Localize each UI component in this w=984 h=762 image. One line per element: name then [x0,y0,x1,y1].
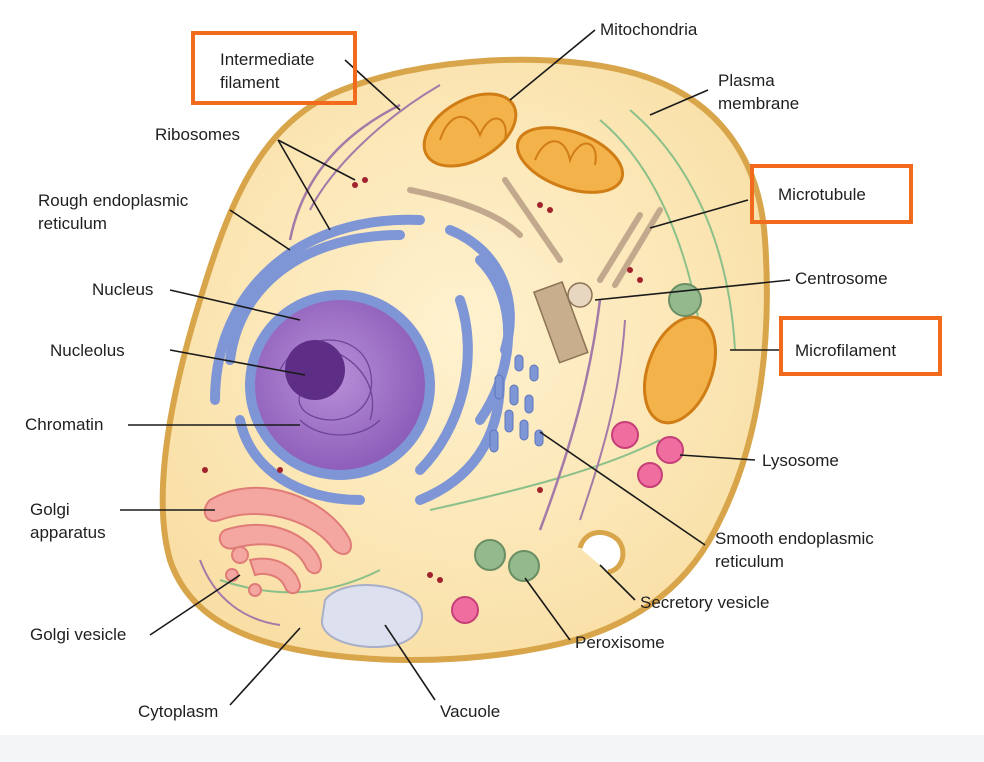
label-secretory-vesicle: Secretory vesicle [640,593,769,612]
label-lysosome: Lysosome [762,451,839,470]
leader-lines [120,29,791,706]
label-smooth-er-line2: reticulum [715,552,784,571]
secretory-vesicle-shape [577,530,626,575]
filaments [199,84,736,626]
smooth-er-shape [489,354,544,453]
label-golgi-apparatus-line2: apparatus [30,523,106,542]
label-peroxisome: Peroxisome [575,633,665,652]
label-mitochondria: Mitochondria [600,20,698,39]
lysosome-shapes [451,421,684,624]
mitochondria-shapes [422,92,717,425]
label-golgi-vesicle: Golgi vesicle [30,625,126,644]
label-microfilament: Microfilament [795,341,896,360]
label-intermediate-filament-line1: Intermediate [220,50,315,69]
label-vacuole: Vacuole [440,702,500,721]
label-chromatin: Chromatin [25,415,103,434]
label-intermediate-filament-line2: filament [220,73,280,92]
label-nucleolus: Nucleolus [50,341,125,360]
label-cytoplasm: Cytoplasm [138,702,218,721]
label-rough-er-line2: reticulum [38,214,107,233]
label-microtubule: Microtubule [778,185,866,204]
label-smooth-er-line1: Smooth endoplasmic [715,529,874,548]
label-rough-er-line1: Rough endoplasmic [38,191,189,210]
label-plasma-membrane-line1: Plasma [718,71,775,90]
label-ribosomes: Ribosomes [155,125,240,144]
label-plasma-membrane-line2: membrane [718,94,799,113]
nucleus-shape [245,290,435,480]
centrosome-shape [532,281,593,364]
highlight-box-intermediate-filament [191,31,357,105]
label-centrosome: Centrosome [795,269,888,288]
vacuole-shape [320,584,424,649]
bottom-bar [0,735,984,762]
highlight-box-microtubule [750,164,913,224]
label-golgi-apparatus-line1: Golgi [30,500,70,519]
microtubules [407,177,663,288]
cell-diagram: Intermediate filament Mitochondria Plasm… [25,20,942,721]
label-nucleus: Nucleus [92,280,153,299]
highlight-box-microfilament [779,316,942,376]
golgi-shape [203,486,352,595]
ribosomes-dots [202,177,643,583]
